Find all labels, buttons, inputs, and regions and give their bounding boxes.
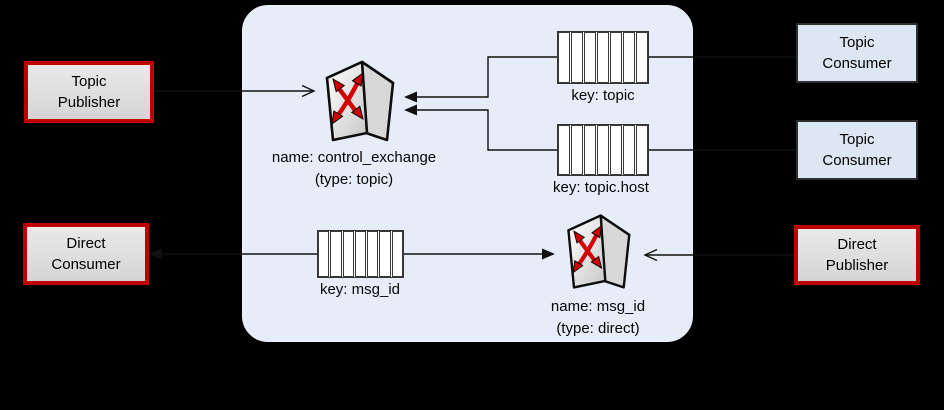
crossed-arrows-icon — [331, 71, 364, 126]
topic-publisher-label: Publisher — [57, 94, 121, 111]
solid-arrowhead-left-icon — [149, 248, 162, 260]
direct-consumer-node: Direct Consumer — [23, 223, 149, 285]
crossed-arrows-icon — [572, 224, 603, 274]
queue-cell — [597, 125, 609, 175]
solid-arrowhead-right-icon — [542, 248, 555, 260]
solid-arrowhead-left-icon — [404, 104, 417, 116]
direct-exchange-name: name: msg_id — [550, 298, 646, 315]
topic-consumer-2-node: Topic Consumer — [796, 120, 918, 180]
queue-cell — [636, 125, 648, 175]
solid-arrowhead-left-icon — [404, 91, 417, 103]
direct-exchange-type: (type: direct) — [556, 320, 640, 337]
queue-cell — [571, 32, 583, 83]
topic-publisher-node: Topic Publisher — [24, 61, 154, 123]
topic-publisher-label: Topic — [71, 73, 107, 90]
queue-cell — [379, 231, 391, 277]
queue-msg-id-label: key: msg_id — [319, 281, 401, 298]
direct-publisher-node: Direct Publisher — [794, 225, 920, 285]
queue-cell — [318, 231, 330, 277]
direct-publisher-label: Publisher — [825, 257, 889, 274]
topic-consumer-1-node: Topic Consumer — [796, 23, 918, 83]
queue-topic-icon — [557, 31, 649, 84]
queue-cell — [571, 125, 583, 175]
queue-topic-host-label: key: topic.host — [553, 179, 649, 196]
direct-consumer-label: Consumer — [51, 256, 121, 273]
control-exchange-label: name: control_exchange (type: topic) — [234, 147, 474, 191]
queue-topic-host-icon — [557, 124, 649, 176]
topic-consumer-1-label: Topic — [839, 34, 875, 51]
queue-cell — [558, 125, 570, 175]
queue-cell — [623, 125, 635, 175]
open-arrowhead-left-icon — [643, 248, 658, 262]
topic-consumer-2-label: Consumer — [822, 152, 892, 169]
queue-cell — [342, 231, 354, 277]
queue-cell — [367, 231, 379, 277]
control-exchange-name: name: control_exchange — [271, 149, 437, 166]
queue-cell — [391, 231, 403, 277]
queue-cell — [584, 32, 596, 83]
queue-cell — [330, 231, 342, 277]
queue-msg-id-icon — [317, 230, 404, 278]
open-arrowhead-right-icon — [301, 84, 316, 98]
direct-consumer-label: Direct — [66, 235, 106, 252]
queue-cell — [584, 125, 596, 175]
queue-cell — [610, 32, 622, 83]
queue-cell — [597, 32, 609, 83]
topic-consumer-2-label: Topic — [839, 131, 875, 148]
control-exchange-icon — [325, 60, 395, 142]
direct-publisher-label: Direct — [837, 236, 877, 253]
direct-exchange-icon — [567, 214, 631, 289]
queue-cell — [610, 125, 622, 175]
topic-consumer-1-label: Consumer — [822, 55, 892, 72]
control-exchange-type: (type: topic) — [314, 171, 394, 188]
direct-exchange-label: name: msg_id (type: direct) — [478, 296, 718, 340]
queue-cell — [558, 32, 570, 83]
queue-cell — [636, 32, 648, 83]
queue-topic-label: key: topic — [571, 87, 635, 104]
queue-topic-to-exchange-line — [416, 56, 557, 98]
queue-topichost-to-exchange-line — [416, 109, 557, 151]
queue-cell — [623, 32, 635, 83]
queue-cell — [354, 231, 367, 277]
